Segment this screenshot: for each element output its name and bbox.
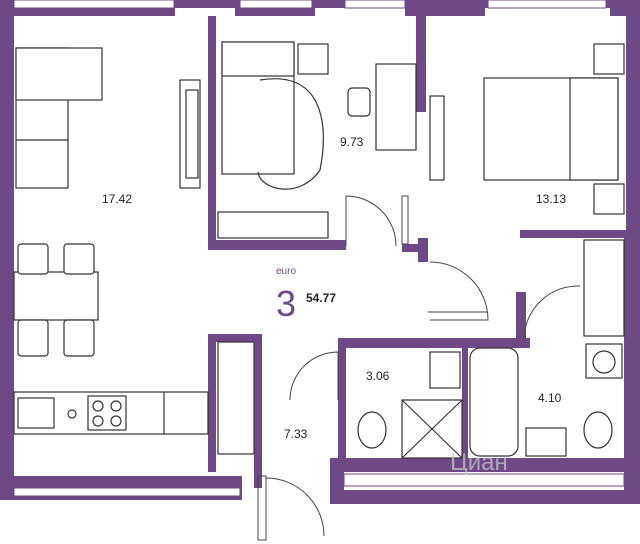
windows [13,0,625,497]
room-area-bedroom-small: 9.73 [340,135,364,149]
closet [217,341,255,455]
toilet [357,411,387,449]
apartment-type-label: euro [276,266,296,277]
bathtub [469,347,519,457]
room-area-hallway: 7.33 [284,427,308,441]
radiator [217,211,329,239]
stove [87,395,127,431]
room-area-bathroom-2: 4.10 [538,391,562,405]
room-area-bedroom-large: 13.13 [536,192,566,206]
doors [257,195,581,541]
sink-bath-2 [525,427,567,457]
sink [17,397,55,429]
desk [375,63,417,151]
dining-table [13,271,99,321]
sink-bath [429,351,461,389]
room-area-bathroom: 3.06 [366,369,390,383]
furniture [13,41,625,459]
apartment-rooms-count: 3 [276,283,296,324]
watermark: Циан [450,449,508,476]
apartment-total-area: 54.77 [306,291,336,305]
closet-right [583,239,625,337]
wardrobe [429,95,445,181]
room-area-living: 17.42 [102,192,132,206]
toilet-2 [583,411,613,449]
